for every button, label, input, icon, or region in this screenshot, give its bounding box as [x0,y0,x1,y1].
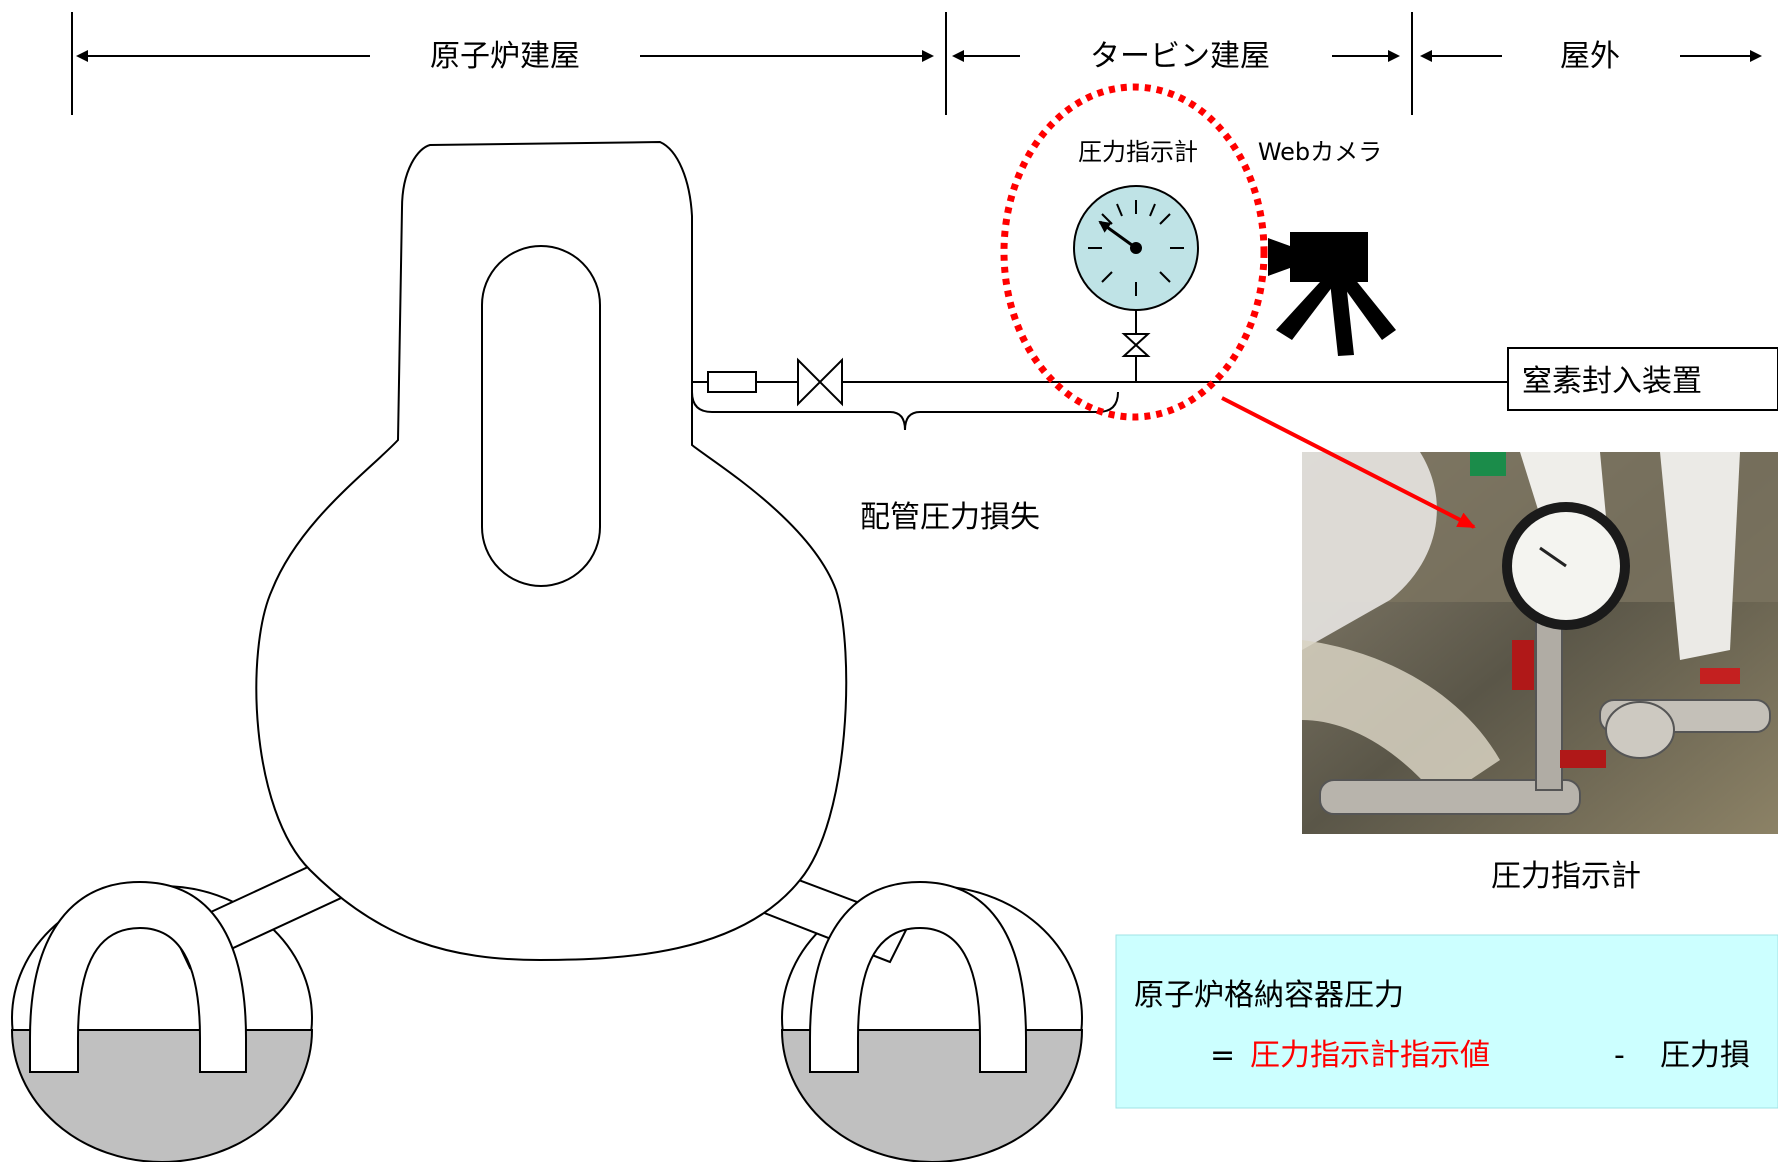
highlight-arrow [1221,396,1476,529]
containment-vessel [10,140,1084,1162]
nitrogen-injection-equipment: 窒素封入装置 [1507,347,1778,411]
gauge-needle [1098,220,1137,250]
web-camera: Webカメラ [1258,138,1396,356]
downcomer-left [29,880,247,1073]
downcomer-right [809,880,1027,1073]
formula-box: 原子炉格納容器圧力 = 圧力指示計指示値 - 圧力損 [1115,934,1778,1109]
pressure-gauge-icon [1073,185,1199,311]
pipe-pressure-loss-brace [691,391,1119,431]
web-camera-label: Webカメラ [1258,138,1382,166]
gate-valve-icon [797,357,843,407]
pressure-gauge-assembly: 圧力指示計 [1073,138,1199,382]
nitrogen-injection-label: 窒素封入装置 [1522,364,1702,399]
formula-line1: 原子炉格納容器圧力 [1134,978,1404,1013]
pipe-pressure-loss-label: 配管圧力損失 [860,500,1040,535]
video-camera-icon [1268,232,1396,356]
formula-term-gauge-reading: 圧力指示計指示値 [1250,1038,1490,1073]
nitrogen-line: 配管圧力損失 [691,357,1508,535]
photo-caption: 圧力指示計 [1491,859,1641,894]
gauge-valve-icon [1121,333,1151,357]
zone-label-outdoor: 屋外 [1560,39,1620,74]
reactor-pressure-vessel [481,245,601,587]
formula-minus: - [1614,1038,1625,1073]
formula-equals: = [1210,1038,1235,1073]
gauge-photo [1302,452,1778,834]
zone-headers: 原子炉建屋 タービン建屋 屋外 [71,12,1762,115]
zone-label-reactor-building: 原子炉建屋 [430,39,580,74]
pressure-gauge-label: 圧力指示計 [1078,138,1198,166]
pipe-fitting [707,371,757,393]
gauge-highlight-ellipse [1000,83,1268,421]
formula-term-pressure-loss: 圧力損 [1660,1038,1750,1073]
zone-label-turbine-building: タービン建屋 [1090,39,1270,74]
